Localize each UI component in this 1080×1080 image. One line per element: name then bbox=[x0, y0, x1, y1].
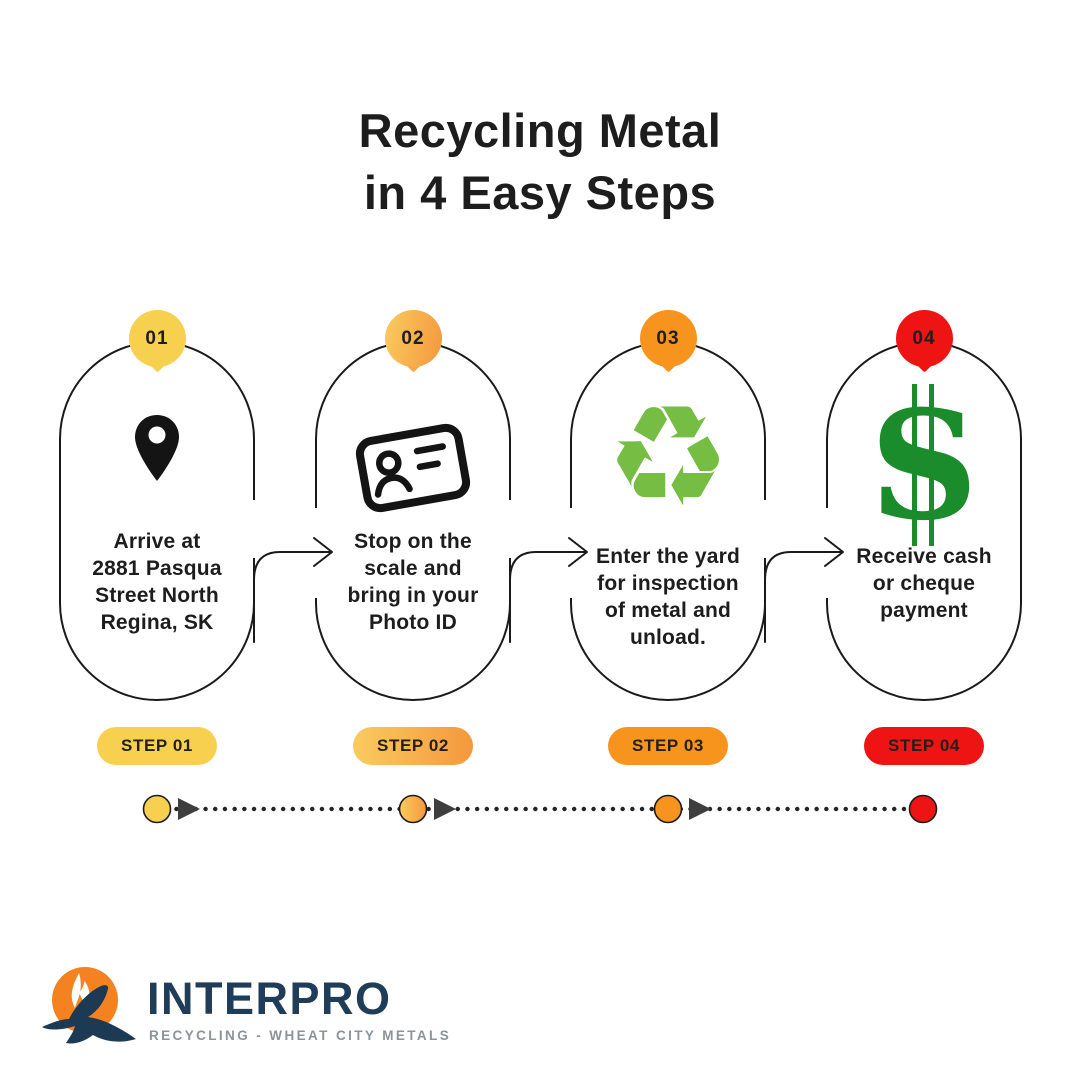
step-4-pill-label: STEP 04 bbox=[888, 736, 960, 755]
interpro-logo-icon bbox=[42, 967, 136, 1044]
timeline-arrow-icon-1 bbox=[178, 798, 200, 820]
page-title-line-1: Recycling Metal bbox=[358, 104, 722, 157]
step-4-number: 04 bbox=[912, 327, 936, 349]
dollar-icon: S bbox=[869, 377, 979, 554]
step-3-description: Enter the yard for inspection of metal a… bbox=[571, 543, 765, 651]
logo-goose-shape bbox=[42, 985, 136, 1044]
step-1-line-1: Arrive at bbox=[113, 530, 201, 553]
step-4-number-badge: 04 bbox=[895, 310, 953, 367]
connector-arrow-3 bbox=[764, 551, 842, 643]
step-2-line-1: Stop on the bbox=[354, 530, 472, 553]
step-2-description: Stop on the scale and bring in your Phot… bbox=[316, 528, 510, 636]
step-1-line-2: 2881 Pasqua bbox=[92, 557, 222, 580]
step-3-line-1: Enter the yard bbox=[595, 545, 740, 568]
step-1-capsule-outline bbox=[59, 341, 255, 701]
logo-tagline: RECYCLING - WHEAT CITY METALS bbox=[149, 1028, 452, 1043]
photo-id-card-icon bbox=[355, 423, 471, 513]
step-1-line-3: Street North bbox=[95, 584, 219, 607]
page-title: Recycling Metal in 4 Easy Steps bbox=[0, 100, 1080, 224]
step-2-pill: STEP 02 bbox=[353, 727, 473, 765]
step-2-number: 02 bbox=[401, 327, 425, 349]
location-pin-icon bbox=[135, 415, 179, 481]
connector-arrow-3-head bbox=[824, 537, 844, 567]
step-1-number: 01 bbox=[145, 327, 169, 349]
step-3-pill-label: STEP 03 bbox=[632, 736, 704, 755]
timeline-node-2 bbox=[398, 794, 428, 824]
connector-arrow-1 bbox=[253, 551, 331, 643]
page-title-line-2: in 4 Easy Steps bbox=[363, 166, 717, 219]
step-2-line-2: scale and bbox=[364, 557, 462, 580]
dollar-icon-bar-right bbox=[929, 384, 934, 546]
connector-arrow-2-head bbox=[568, 537, 588, 567]
step-1-description: Arrive at 2881 Pasqua Street North Regin… bbox=[60, 528, 254, 636]
step-2-pill-label: STEP 02 bbox=[377, 736, 449, 755]
step-1-line-4: Regina, SK bbox=[100, 611, 214, 634]
step-2-line-4: Photo ID bbox=[369, 611, 457, 634]
step-2-number-badge: 02 bbox=[384, 310, 442, 367]
step-4-line-1: Receive cash bbox=[856, 545, 992, 568]
step-3-number-badge: 03 bbox=[639, 310, 697, 367]
step-2-capsule-outline bbox=[315, 341, 511, 701]
connector-arrow-2 bbox=[509, 551, 586, 643]
timeline-arrow-icon-3 bbox=[689, 798, 711, 820]
step-4-description: Receive cash or cheque payment bbox=[827, 543, 1021, 624]
timeline-arrow-icon-2 bbox=[434, 798, 456, 820]
step-4-line-3: payment bbox=[880, 599, 968, 622]
step-4-pill: STEP 04 bbox=[864, 727, 984, 765]
recycling-icon: ♻ bbox=[605, 376, 731, 539]
step-3-line-3: of metal and bbox=[604, 599, 732, 622]
step-3-pill: STEP 03 bbox=[608, 727, 728, 765]
timeline-node-4 bbox=[908, 794, 938, 824]
step-3-line-2: for inspection bbox=[597, 572, 739, 595]
step-1-pill: STEP 01 bbox=[97, 727, 217, 765]
progress-timeline bbox=[142, 794, 938, 824]
logo-wordmark: INTERPRO bbox=[147, 973, 392, 1024]
step-4-line-2: or cheque bbox=[872, 572, 976, 595]
step-3-line-4: unload. bbox=[629, 626, 707, 649]
dollar-icon-bar-left bbox=[912, 384, 917, 546]
timeline-node-3 bbox=[653, 794, 683, 824]
timeline-node-1 bbox=[142, 794, 172, 824]
step-2-line-3: bring in your bbox=[347, 584, 479, 607]
connector-arrow-1-head bbox=[313, 537, 333, 567]
step-3-number: 03 bbox=[656, 327, 680, 349]
step-1-pill-label: STEP 01 bbox=[121, 736, 193, 755]
step-1-number-badge: 01 bbox=[128, 310, 186, 367]
